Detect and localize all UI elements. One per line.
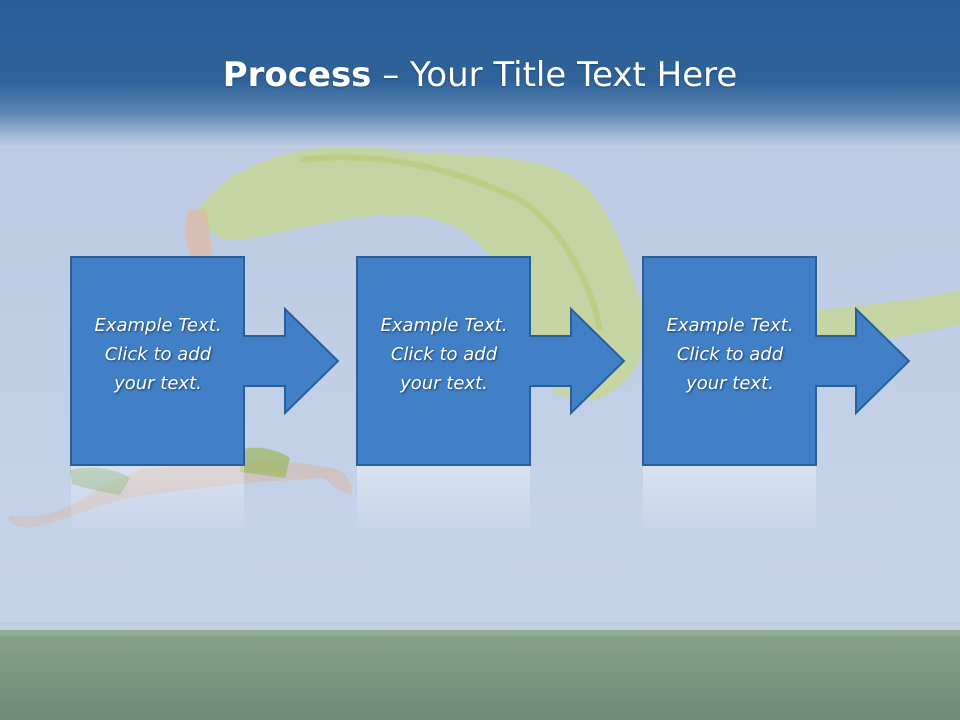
step-line: Example Text. <box>666 315 794 336</box>
figure <box>185 210 215 270</box>
step-line: Example Text. <box>380 315 508 336</box>
process-step-text-1[interactable]: Example Text. Click to add your text. <box>72 311 244 398</box>
slide-title[interactable]: Process – Your Title Text Here <box>0 52 960 98</box>
title-rest: – Your Title Text Here <box>371 55 738 95</box>
step-line: your text. <box>686 373 774 394</box>
title-bold: Process <box>222 55 372 95</box>
step-line: your text. <box>400 373 488 394</box>
grass-field <box>0 622 960 720</box>
process-step-text-3[interactable]: Example Text. Click to add your text. <box>644 311 816 398</box>
step-line: your text. <box>114 373 202 394</box>
step-line: Example Text. <box>94 315 222 336</box>
step-line: Click to add <box>676 344 784 365</box>
step-line: Click to add <box>390 344 498 365</box>
title-bar <box>0 0 960 148</box>
step-line: Click to add <box>104 344 212 365</box>
process-step-text-2[interactable]: Example Text. Click to add your text. <box>358 311 530 398</box>
